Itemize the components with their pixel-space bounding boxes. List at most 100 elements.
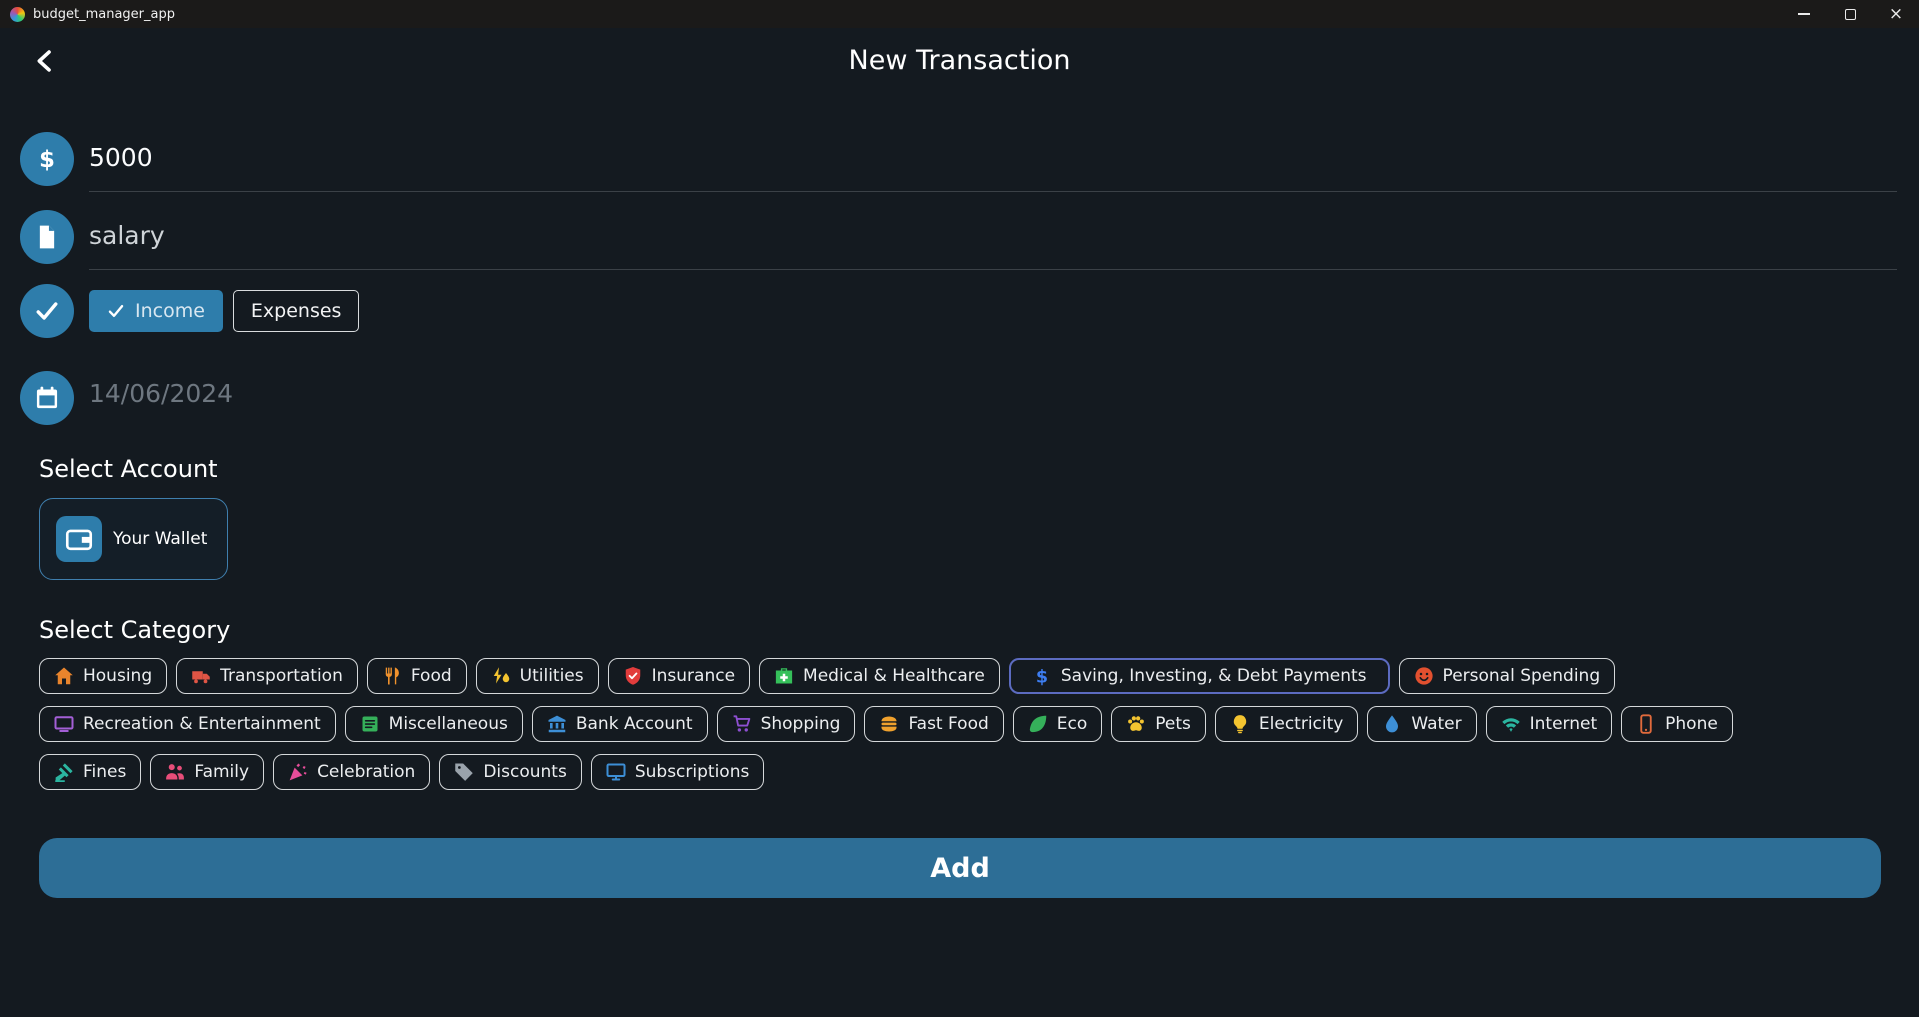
amount-icon-circle: $	[20, 132, 74, 186]
amount-input-underline	[89, 132, 1897, 192]
back-button[interactable]	[24, 40, 66, 82]
category-chip[interactable]: $ Saving, Investing, & Debt Payments	[1008, 658, 1390, 694]
page-header: New Transaction	[0, 28, 1919, 92]
category-label: Water	[1411, 714, 1462, 734]
category-label: Eco	[1056, 714, 1088, 734]
wallet-icon	[65, 525, 93, 553]
category-chip[interactable]: Transportation	[176, 658, 358, 694]
minimize-button[interactable]	[1781, 0, 1827, 28]
amount-row: $	[20, 132, 1897, 192]
truck-icon	[191, 666, 211, 686]
new-transaction-form: $ Income Expenses	[0, 92, 1919, 898]
face-icon	[1414, 666, 1434, 686]
account-card[interactable]: Your Wallet	[39, 498, 229, 580]
category-label: Discounts	[483, 762, 567, 782]
category-label: Subscriptions	[634, 762, 750, 782]
category-chip[interactable]: Utilities	[475, 658, 599, 694]
titlebar: budget_manager_app ×	[0, 0, 1919, 28]
category-chip[interactable]: Recreation & Entertainment	[39, 706, 336, 742]
check-icon	[34, 298, 60, 324]
category-label: Food	[410, 666, 452, 686]
maximize-button[interactable]	[1827, 0, 1873, 28]
category-chip[interactable]: Food	[366, 658, 467, 694]
description-icon-circle	[20, 210, 74, 264]
bank-icon	[547, 714, 567, 734]
close-icon: ×	[1888, 3, 1904, 24]
category-chip[interactable]: Bank Account	[531, 706, 708, 742]
window-title: budget_manager_app	[33, 6, 175, 22]
category-chip[interactable]: Eco	[1012, 706, 1103, 742]
category-chip[interactable]: Personal Spending	[1398, 658, 1616, 694]
maximize-icon	[1844, 8, 1856, 20]
account-name: Your Wallet	[113, 529, 208, 549]
minimize-icon	[1798, 13, 1810, 15]
category-label: Insurance	[651, 666, 736, 686]
monitor-icon	[606, 762, 626, 782]
description-input[interactable]	[89, 221, 1897, 251]
back-chevron-icon	[32, 48, 58, 74]
category-chip[interactable]: Pets	[1111, 706, 1206, 742]
house-icon	[54, 666, 74, 686]
app-logo-icon	[10, 6, 25, 22]
gavel-icon	[54, 762, 74, 782]
utilities-icon	[491, 666, 511, 686]
account-icon-box	[56, 516, 102, 562]
calendar-icon	[34, 385, 60, 411]
check-icon	[107, 302, 125, 320]
category-chip[interactable]: Electricity	[1214, 706, 1359, 742]
category-chip[interactable]: Discounts	[439, 754, 582, 790]
category-section: Select Category Housing Transportation F…	[39, 616, 1897, 790]
category-label: Phone	[1665, 714, 1718, 734]
type-option-label: Income	[135, 300, 205, 322]
wifi-icon	[1501, 714, 1521, 734]
type-icon-circle	[20, 284, 74, 338]
category-chip[interactable]: Miscellaneous	[344, 706, 523, 742]
category-chip[interactable]: Celebration	[273, 754, 431, 790]
paw-icon	[1126, 714, 1146, 734]
category-chip[interactable]: Family	[150, 754, 265, 790]
cart-icon	[732, 714, 752, 734]
date-input-wrap	[89, 368, 1897, 427]
type-option-button[interactable]: Expenses	[232, 290, 360, 332]
utensils-icon	[382, 666, 402, 686]
category-label: Housing	[83, 666, 153, 686]
category-chip[interactable]: Fines	[39, 754, 142, 790]
category-chip[interactable]: Water	[1367, 706, 1477, 742]
close-button[interactable]: ×	[1873, 0, 1919, 28]
category-label: Family	[194, 762, 250, 782]
category-chip[interactable]: Phone	[1621, 706, 1733, 742]
category-label: Miscellaneous	[388, 714, 508, 734]
category-list: Housing Transportation Food Utilities In…	[39, 658, 1839, 790]
select-category-label: Select Category	[39, 616, 231, 644]
category-label: Electricity	[1258, 714, 1344, 734]
account-section: Select Account Your Wallet	[39, 455, 1897, 580]
account-list: Your Wallet	[39, 498, 1897, 580]
shield-icon	[623, 666, 643, 686]
party-icon	[288, 762, 308, 782]
medical-kit-icon	[774, 666, 794, 686]
category-label: Utilities	[519, 666, 584, 686]
category-chip[interactable]: Internet	[1485, 706, 1613, 742]
category-chip[interactable]: Insurance	[607, 658, 751, 694]
description-input-underline	[89, 210, 1897, 270]
category-chip[interactable]: Subscriptions	[590, 754, 765, 790]
page-title: New Transaction	[848, 44, 1071, 76]
type-row: Income Expenses	[20, 284, 1897, 338]
date-input[interactable]	[89, 379, 1897, 409]
add-button[interactable]: Add	[39, 838, 1881, 898]
date-row	[20, 368, 1897, 427]
list-icon	[360, 714, 380, 734]
category-label: Fines	[83, 762, 127, 782]
category-label: Bank Account	[575, 714, 693, 734]
dollar-icon: $	[34, 146, 60, 172]
category-chip[interactable]: Housing	[39, 658, 168, 694]
phone-icon	[1636, 714, 1656, 734]
category-chip[interactable]: Shopping	[716, 706, 856, 742]
amount-input[interactable]	[89, 143, 1897, 173]
burger-icon	[879, 714, 899, 734]
category-chip[interactable]: Medical & Healthcare	[759, 658, 1000, 694]
category-label: Recreation & Entertainment	[83, 714, 321, 734]
category-chip[interactable]: Fast Food	[864, 706, 1004, 742]
document-icon	[34, 224, 60, 250]
type-option-button[interactable]: Income	[89, 290, 223, 332]
